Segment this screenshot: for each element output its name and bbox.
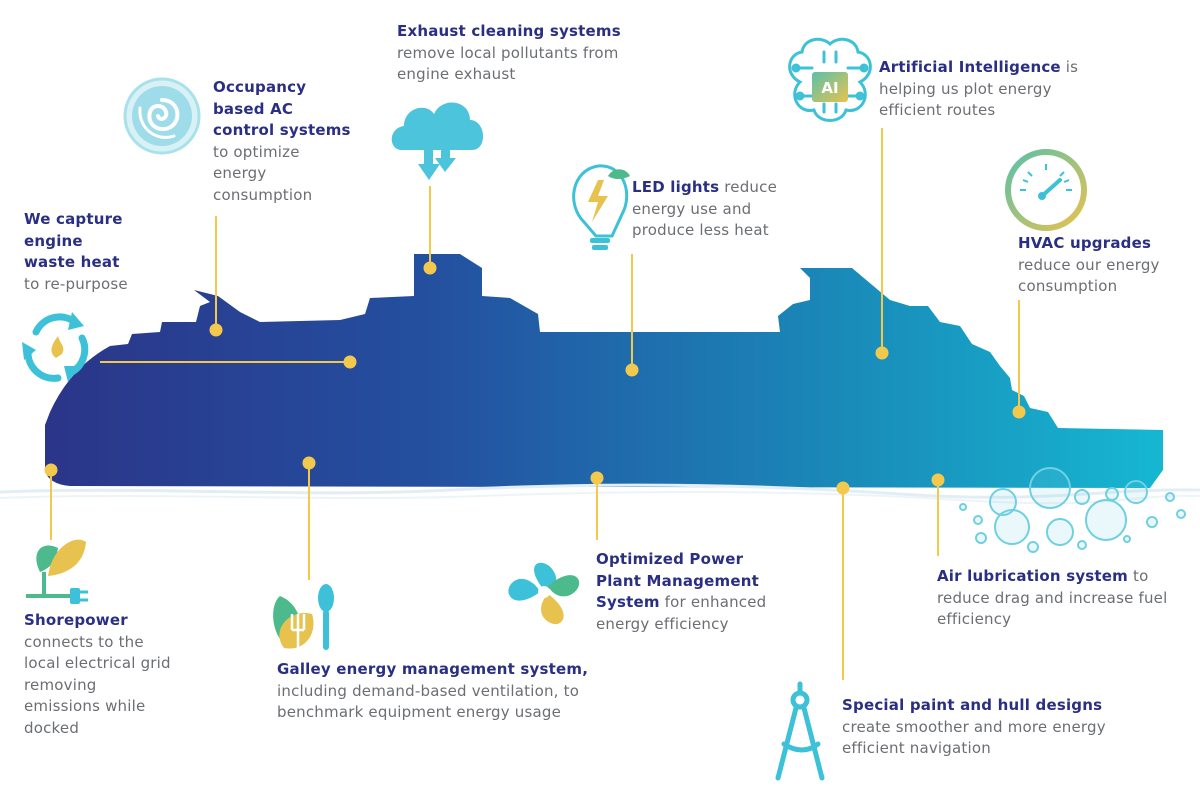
cloud-arrows-icon	[391, 102, 484, 180]
ai-chip-label: AI	[821, 79, 838, 97]
gauge-icon	[1005, 149, 1087, 231]
leaf-utensils-icon	[273, 584, 334, 650]
callout-occupancy-ac-title: Occupancy based AC control systems	[213, 78, 351, 139]
callout-paint-hull: Special paint and hull designs create sm…	[842, 695, 1142, 760]
callout-ai-title: Artificial Intelligence	[879, 58, 1061, 76]
ai-chip	[812, 72, 848, 102]
callout-galley-body: including demand-based ventilation, to b…	[277, 681, 580, 722]
callout-power-plant-title: Optimized Power Plant Management System	[596, 550, 759, 611]
bubbles-icon	[959, 467, 1186, 553]
callout-hvac-title: HVAC upgrades	[1018, 234, 1152, 252]
callout-hvac: HVAC upgrades reduce our energy consumpt…	[1018, 233, 1188, 298]
water-line	[0, 483, 1200, 499]
ai-brain-icon	[788, 37, 872, 122]
callout-air-lubrication: Air lubrication system to reduce drag an…	[937, 566, 1177, 631]
plant-plug-icon	[26, 539, 88, 604]
callout-waste-heat: We capture engine waste heat to re-purpo…	[24, 209, 136, 295]
recycle-flame-icon	[22, 312, 89, 382]
callout-exhaust-title: Exhaust cleaning systems	[397, 22, 621, 40]
lightbulb-icon	[572, 164, 630, 250]
callout-led-body: reduce energy use and produce less heat	[632, 178, 778, 239]
callout-galley: Galley energy management system, includi…	[277, 659, 617, 724]
callout-power-plant-body: for enhanced energy efficiency	[596, 593, 767, 633]
connector-lines	[44, 128, 1026, 680]
callout-waste-heat-title: We capture engine waste heat	[24, 210, 123, 271]
callout-air-lubrication-body: to reduce drag and increase fuel efficie…	[937, 567, 1168, 628]
callout-shorepower: Shorepower connects to the local electri…	[24, 610, 174, 739]
callout-hvac-body: reduce our energy consumption	[1018, 255, 1160, 296]
callout-ai: Artificial Intelligence is helping us pl…	[879, 57, 1099, 122]
ship-hull	[45, 254, 1163, 488]
swirl-fan-icon	[123, 77, 201, 155]
callout-galley-title: Galley energy management system,	[277, 660, 589, 678]
callout-exhaust-body: remove local pollutants from engine exha…	[397, 43, 619, 84]
compass-icon	[775, 681, 825, 781]
callout-paint-hull-title: Special paint and hull designs	[842, 696, 1103, 714]
callout-ai-body: is helping us plot energy efficient rout…	[879, 58, 1079, 119]
callout-air-lubrication-title: Air lubrication system	[937, 567, 1129, 585]
callout-occupancy-ac-body: to optimize energy consumption	[213, 142, 313, 204]
callout-shorepower-title: Shorepower	[24, 611, 128, 629]
callout-shorepower-body: connects to the local electrical grid re…	[24, 632, 171, 737]
callout-paint-hull-body: create smoother and more energy efficien…	[842, 717, 1106, 758]
callout-led-title: LED lights	[632, 178, 720, 196]
callout-occupancy-ac: Occupancy based AC control systems to op…	[213, 77, 357, 206]
callout-exhaust: Exhaust cleaning systems remove local po…	[397, 21, 622, 86]
callout-power-plant: Optimized Power Plant Management System …	[596, 549, 786, 635]
propeller-icon	[508, 562, 580, 625]
callout-led: LED lights reduce energy use and produce…	[632, 177, 792, 242]
callout-waste-heat-body: to re-purpose	[24, 274, 128, 293]
